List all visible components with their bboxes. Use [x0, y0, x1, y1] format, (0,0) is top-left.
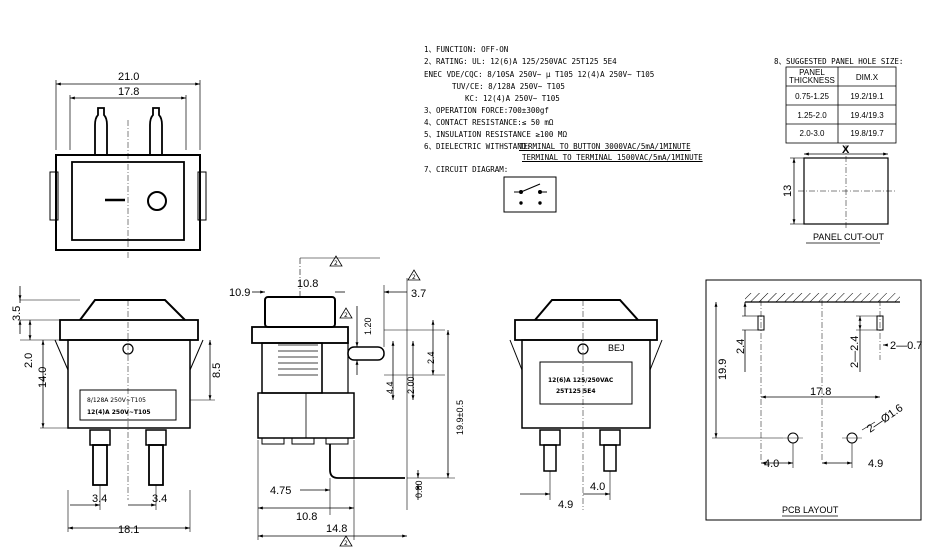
back-label-2: 25T125 5E4: [556, 388, 596, 395]
pcb-dim-2-2-4: 2—2.4: [849, 336, 861, 368]
panel-cutout: [790, 145, 895, 244]
dim-4-75: 4.75: [270, 485, 291, 497]
dim-3-4a: 3.4: [92, 493, 107, 505]
spec-insulation-resistance: 5、INSULATION RESISTANCE ≥100 MΩ: [424, 130, 567, 139]
pcb-layout: [705, 279, 922, 521]
pcb-dim-4-0: 4.0: [764, 458, 779, 470]
cutout-caption: PANEL CUT-OUT: [813, 232, 885, 242]
spec-contact-resistance: 4、CONTACT RESISTANCE:≤ 50 mΩ: [424, 118, 554, 127]
dim-10-8-top: 10.8: [297, 278, 318, 290]
top-view: [49, 80, 207, 258]
pcb-hole-diameter: 2—Ø1.6: [865, 402, 905, 435]
side-view: [251, 255, 455, 547]
table-cell: 0.75-1.25: [795, 92, 829, 101]
dim-14-0: 14.0: [37, 367, 49, 388]
spec-dielectric-1: TERMINAL TO BUTTON 3000VAC/5mA/1MINUTE: [519, 142, 691, 151]
table-cell: 19.8/19.7: [850, 129, 884, 138]
back-label-1: 12(6)A 125/250VAC: [548, 377, 614, 384]
spec-circuit-diagram: 7、CIRCUIT DIAGRAM:: [424, 165, 509, 174]
front-view: [18, 286, 215, 532]
flag-note: 2: [344, 312, 348, 319]
dim-14-8: 14.8: [326, 523, 347, 535]
pcb-caption: PCB LAYOUT: [782, 505, 839, 515]
front-label-1: 8/128A 250V~T105: [87, 397, 146, 404]
table-cell: 19.4/19.3: [850, 111, 884, 120]
cutout-x-label: X: [842, 144, 850, 156]
back-bej-label: BEJ: [608, 343, 625, 353]
dim-10-9: 10.9: [229, 287, 250, 299]
spec-rating-kc: KC: 12(4)A 250V~ T105: [465, 94, 560, 103]
pcb-dim-2-4: 2.4: [735, 339, 747, 354]
flag-note: 2: [334, 260, 338, 267]
dim-1-20: 1.20: [363, 317, 373, 335]
flag-note: 2: [344, 540, 348, 547]
cutout-height: 13: [782, 185, 794, 197]
pcb-dim-17-8: 17.8: [810, 386, 831, 398]
dim-4-0: 4.0: [590, 481, 605, 493]
spec-dielectric-2: TERMINAL TO TERMINAL 1500VAC/5mA/1MINUTE: [522, 153, 703, 162]
pcb-dim-4-9: 4.9: [868, 458, 883, 470]
spec-rating-ul: 2、RATING: UL: 12(6)A 125/250VAC 25T125 5…: [424, 57, 617, 66]
dim-4-4: 4.4: [385, 381, 395, 394]
dim-3-4b: 3.4: [152, 493, 167, 505]
dim-0-80: 0.80: [414, 480, 424, 498]
dim-3-5: 3.5: [11, 306, 23, 321]
dim-2-0: 2.0: [23, 353, 35, 368]
circuit-diagram: [503, 176, 557, 213]
dim-18-1: 18.1: [118, 524, 139, 536]
dim-21: 21.0: [118, 71, 139, 83]
spec-rating-tuv: TUV/CE: 8/128A 250V~ T105: [452, 82, 565, 91]
pcb-dim-2-0-7: 2—0.7: [890, 340, 922, 352]
table-header-thickness: PANEL THICKNESS: [789, 68, 835, 85]
dim-19-9: 19.9±0.5: [455, 400, 465, 435]
spec-function: 1、FUNCTION: OFF-ON: [424, 45, 509, 54]
table-cell: 19.2/19.1: [850, 92, 884, 101]
dim-3-7: 3.7: [411, 288, 426, 300]
dim-17-8: 17.8: [118, 86, 139, 98]
table-cell: 2.0-3.0: [799, 129, 825, 138]
table-header-dim: DIM.X: [855, 73, 879, 82]
front-label-2: 12(4)A 250V~T105: [87, 409, 151, 416]
spec-rating-enec: ENEC VDE/CQC: 8/10SA 250V~ μ T105 12(4)A…: [424, 70, 655, 79]
dim-10-8-bottom: 10.8: [296, 511, 317, 523]
back-view: [509, 299, 663, 510]
panel-hole-table: [785, 66, 897, 144]
dim-8-5: 8.5: [211, 363, 223, 378]
dim-4-9: 4.9: [558, 499, 573, 511]
pcb-dim-19-9: 19.9: [717, 359, 729, 380]
spec-dielectric-label: 6、DIELECTRIC WITHSTAND:: [424, 142, 531, 151]
table-cell: 1.25-2.0: [797, 111, 827, 120]
spec-operation-force: 3、OPERATION FORCE:700±300gf: [424, 106, 549, 115]
flag-note: 2: [412, 274, 416, 281]
dim-2-4: 2.4: [426, 351, 436, 364]
panel-table-title: 8、SUGGESTED PANEL HOLE SIZE:: [774, 57, 904, 66]
dim-2-00: 2.00: [406, 376, 416, 394]
